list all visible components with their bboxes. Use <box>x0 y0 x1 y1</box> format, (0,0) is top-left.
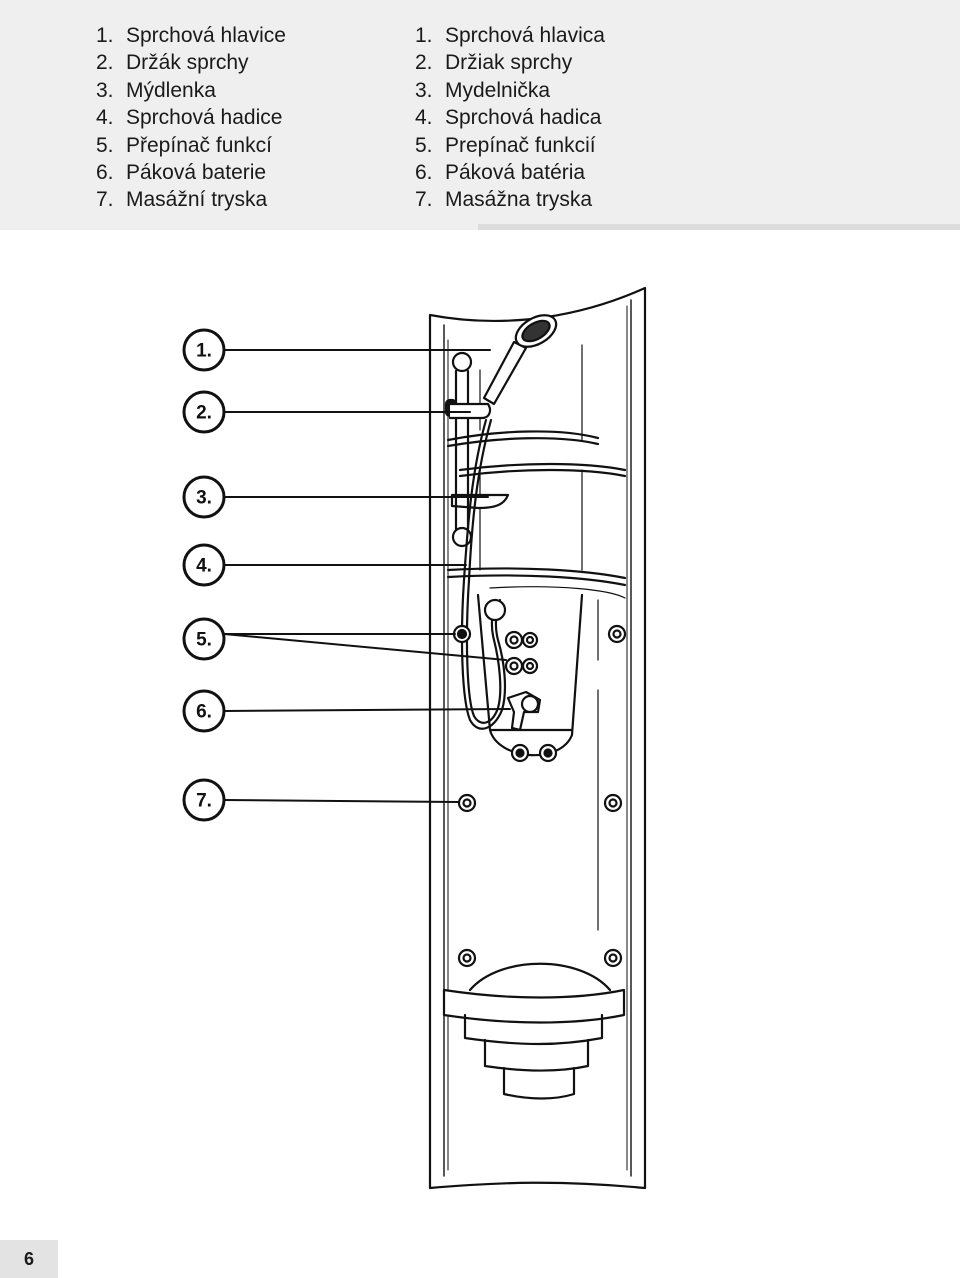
callout-label-3: 3. <box>196 488 212 509</box>
legend-number: 6. <box>96 161 114 185</box>
callout-3 <box>182 475 489 519</box>
soap-dish <box>450 493 510 510</box>
control-column <box>476 593 584 757</box>
legend-item: 1. Sprchová hlavica <box>415 22 605 49</box>
legend-item: 3. Mydelnička <box>415 77 605 104</box>
legend-number: 5. <box>415 133 433 157</box>
legend-item: 4. Sprchová hadica <box>415 104 605 131</box>
legend-number: 7. <box>415 188 433 212</box>
legend-number: 5. <box>96 133 114 157</box>
massage-nozzles <box>452 624 627 968</box>
legend-number: 4. <box>415 106 433 130</box>
callout-label-7: 7. <box>196 791 212 812</box>
legend-item: 5. Přepínač funkcí <box>96 132 286 159</box>
legend-label: Držák sprchy <box>126 51 249 75</box>
page-number: 6 <box>0 1240 58 1278</box>
header-divider <box>478 224 960 230</box>
legend-number: 4. <box>96 106 114 130</box>
legend-number: 2. <box>415 51 433 75</box>
legend-label: Sprchová hadice <box>126 106 283 130</box>
lower-basin <box>442 962 626 1100</box>
legend-header <box>0 0 960 230</box>
legend-label: Přepínač funkcí <box>126 133 272 157</box>
legend-label: Prepínač funkcií <box>445 133 596 157</box>
legend-label: Sprchová hlavice <box>126 24 286 47</box>
legend-item: 4. Sprchová hadice <box>96 104 286 131</box>
shower-head <box>482 314 558 406</box>
legend-label: Mýdlenka <box>126 78 216 102</box>
legend-label: Sprchová hlavica <box>445 24 605 47</box>
legend-item: 2. Držiak sprchy <box>415 49 605 76</box>
legend-slovak: 1. Sprchová hlavica 2. Držiak sprchy 3. Myd… <box>415 22 605 214</box>
callout-label-4: 4. <box>196 556 212 577</box>
legend-item: 2. Držák sprchy <box>96 49 286 76</box>
legend-item: 6. Páková batéria <box>415 159 605 186</box>
legend-number: 3. <box>96 78 114 102</box>
callout-label-2: 2. <box>196 403 212 424</box>
callout-5 <box>182 617 507 661</box>
legend-number: 3. <box>415 78 433 102</box>
callout-4 <box>182 543 467 587</box>
legend-item: 6. Páková baterie <box>96 159 286 186</box>
callout-7 <box>182 778 459 822</box>
legend-label: Mydelnička <box>445 78 551 102</box>
legend-item: 7. Masážní tryska <box>96 186 286 213</box>
callout-label-5: 5. <box>196 630 212 651</box>
legend-czech: 1. Sprchová hlavice 2. Držák sprchy 3. Mýdl… <box>96 22 286 214</box>
callout-1 <box>182 328 491 372</box>
legend-label: Masážna tryska <box>445 188 593 212</box>
shower-hose <box>460 418 507 730</box>
panel-grooves <box>479 344 599 931</box>
legend-item: 1. Sprchová hlavice <box>96 22 286 49</box>
middle-shelf <box>446 567 627 599</box>
legend-number: 7. <box>96 188 114 212</box>
legend-number: 1. <box>415 24 433 47</box>
legend-label: Sprchová hadica <box>445 106 602 130</box>
function-switches <box>504 630 539 676</box>
legend-item: 3. Mýdlenka <box>96 77 286 104</box>
lever-mixer <box>506 690 542 732</box>
callout-6 <box>182 689 511 733</box>
legend-label: Páková baterie <box>126 161 267 185</box>
legend-item: 7. Masážna tryska <box>415 186 605 213</box>
legend-number: 6. <box>415 161 433 185</box>
callout-label-6: 6. <box>196 702 212 723</box>
panel-outline <box>428 286 647 1190</box>
legend-number: 2. <box>96 51 114 75</box>
legend-label: Držiak sprchy <box>445 51 573 75</box>
legend-label: Masážní tryska <box>126 188 268 212</box>
legend-number: 1. <box>96 24 114 47</box>
callout-label-1: 1. <box>196 341 212 362</box>
callout-2 <box>182 390 471 434</box>
column-jets <box>510 743 558 763</box>
legend-label: Páková batéria <box>445 161 586 185</box>
legend-item: 5. Prepínač funkcií <box>415 132 605 159</box>
